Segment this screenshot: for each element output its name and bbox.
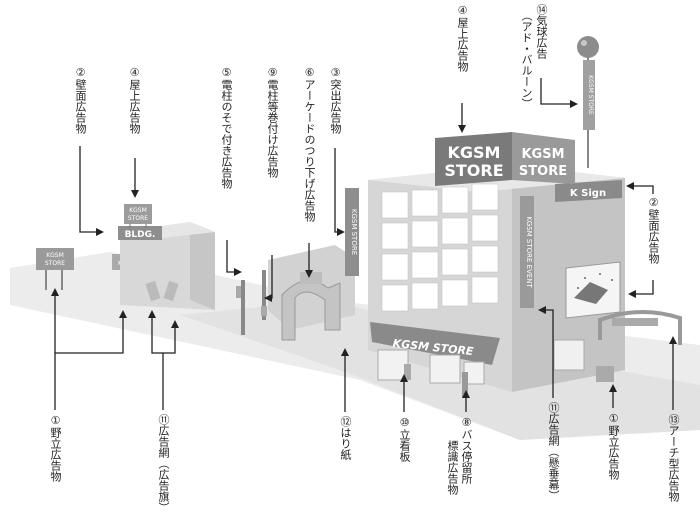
label-projecting: ③突出広告物	[329, 66, 342, 134]
label-arcade-hanging: ⑥アーケードのつり下げ広告物	[303, 66, 316, 222]
k-sign-text: K Sign	[570, 188, 606, 199]
vertical-event-text: KGSM STORE EVENT	[525, 216, 533, 288]
label-standalone-1: ①野立広告物	[49, 414, 62, 482]
label-standalone-2: ①野立広告物	[607, 412, 620, 480]
arcade	[268, 245, 355, 341]
label-standing-board: ⑩立看板	[398, 416, 411, 462]
label-hanging-banner: ⑪広告網（懸垂幕）	[547, 402, 560, 501]
arch-sign	[598, 310, 682, 345]
small-building: BLDG. KGSM STORE	[118, 204, 215, 310]
roof-side-text-1: KGSM	[521, 147, 564, 162]
label-balloon: ⑭気球広告	[535, 4, 548, 59]
billboard-text-2: STORE	[45, 260, 65, 267]
label-balloon-sub: （アド・バルーン）	[520, 10, 533, 109]
roof-main-text-2: STORE	[444, 161, 503, 180]
label-arch: ⑬アーチ型広告物	[667, 414, 680, 502]
label-rooftop-main: ④屋上広告物	[456, 4, 469, 72]
label-rooftop-small: ④屋上広告物	[128, 66, 141, 134]
small-bldg-text: BLDG.	[125, 230, 156, 240]
label-wall-left: ②壁面広告物	[74, 66, 87, 134]
vertical-store-text: KGSM STORE	[350, 209, 358, 255]
label-pole-wrap: ⑨電柱等巻付け広告物	[266, 66, 279, 178]
label-bus-stop: ⑧バス停留所	[460, 416, 473, 484]
small-roof-text-2: STORE	[128, 215, 148, 222]
roof-side-text-2: STORE	[519, 164, 567, 179]
ad-balloon: KGSM STORE	[577, 36, 599, 168]
label-pole-sleeve: ⑤電柱のそで付き広告物	[220, 66, 233, 189]
label-wall-right: ②壁面広告物	[647, 196, 660, 264]
label-bus-stop-sub: 標識広告物	[446, 440, 459, 495]
small-roof-text-1: KGSM	[129, 207, 147, 214]
leader-lines	[51, 78, 677, 412]
projecting-sign: KGSM STORE	[345, 188, 359, 276]
billboard-text-1: KGSM	[46, 252, 64, 259]
balloon-text: KGSM STORE	[587, 75, 594, 115]
wall-poster	[565, 261, 621, 319]
k-sign: K Sign	[555, 180, 622, 202]
hanging-banner: KGSM STORE EVENT	[520, 196, 534, 308]
label-ad-flag: ⑪広告網（広告旗）	[157, 414, 170, 513]
roof-main-text-1: KGSM	[448, 143, 501, 162]
rooftop-sign: KGSM STORE KGSM STORE	[435, 132, 575, 186]
label-poster: ⑫はり紙	[339, 416, 352, 460]
